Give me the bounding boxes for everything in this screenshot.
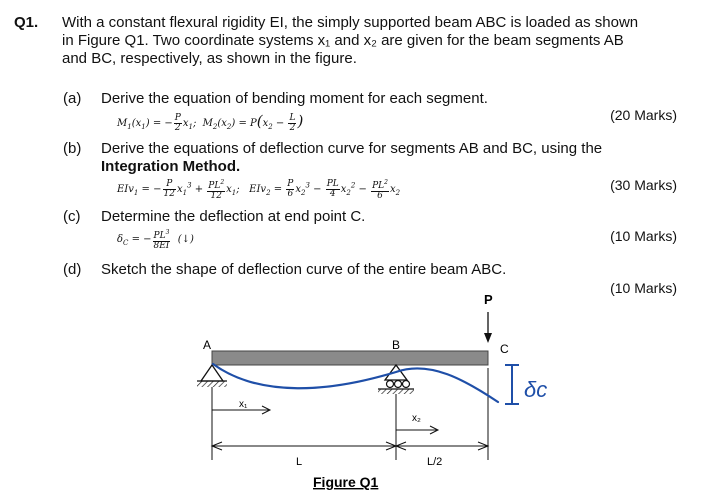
delta-c-handwritten: δc <box>524 377 547 402</box>
part-b-label: (b) <box>63 140 82 157</box>
part-c-text: Determine the deflection at end point C. <box>101 208 366 225</box>
point-c-label: C <box>500 342 509 356</box>
delta-c-marker <box>505 364 519 405</box>
part-b-text-line-1: Derive the equations of deflection curve… <box>101 140 603 157</box>
point-b-label: B <box>392 338 400 352</box>
part-b-text-line-2: Integration Method. <box>101 158 241 175</box>
part-b-marks: (30 Marks) <box>610 177 677 193</box>
part-d-marks: (10 Marks) <box>610 280 677 296</box>
question-line-1: With a constant flexural rigidity EI, th… <box>62 14 639 31</box>
question-line-3: and BC, respectively, as shown in the fi… <box>62 50 357 67</box>
part-c-label: (c) <box>63 208 81 225</box>
deflection-curve <box>211 362 500 404</box>
part-d-text: Sketch the shape of deflection curve of … <box>101 261 507 278</box>
x1-label: x₁ <box>239 399 248 410</box>
x2-axis-arrow <box>395 394 440 435</box>
question-number: Q1. <box>14 14 39 31</box>
part-a-text: Derive the equation of bending moment fo… <box>101 90 488 107</box>
load-arrow <box>484 312 492 343</box>
dimension-l <box>210 412 398 460</box>
figure-caption: Figure Q1 <box>313 474 379 490</box>
load-label: P <box>484 292 493 307</box>
part-c-marks: (10 Marks) <box>610 228 677 244</box>
point-a-label: A <box>203 338 211 352</box>
question-line-2: in Figure Q1. Two coordinate systems x₁ … <box>62 32 624 49</box>
pin-support-a <box>197 363 227 387</box>
part-d-label: (d) <box>63 261 82 278</box>
dimension-l2 <box>394 441 490 451</box>
part-a-marks: (20 Marks) <box>610 107 677 123</box>
dimension-l-label: L <box>296 456 302 468</box>
dimension-l2-label: L/2 <box>427 456 442 468</box>
x1-axis-arrow <box>211 387 272 415</box>
question-statement: With a constant flexural rigidity EI, th… <box>62 14 638 68</box>
beam <box>211 350 489 366</box>
part-a-label: (a) <box>63 90 82 107</box>
x2-label: x₂ <box>412 413 421 424</box>
